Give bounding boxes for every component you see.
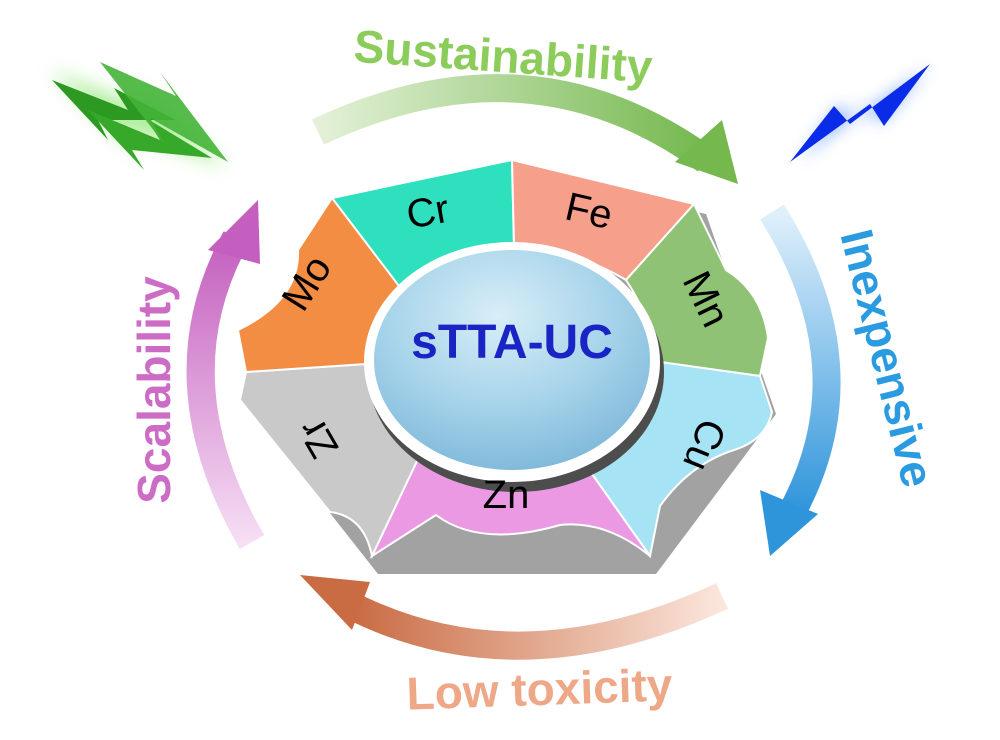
label-scalability: Scalability: [128, 276, 180, 504]
low-toxicity-arrow: [345, 583, 728, 660]
center-disc: sTTA-UC: [364, 242, 664, 492]
sustainability-arrowhead: [675, 120, 738, 184]
inexpensive-arrow: [760, 204, 841, 519]
scalability-arrow: [186, 231, 265, 550]
center-label: sTTA-UC: [411, 316, 613, 369]
metal-label-cr: Cr: [403, 187, 452, 238]
cycle-arrows: [186, 74, 841, 660]
label-inexpensive: Inexpensive: [830, 224, 944, 492]
green-lightning-icon: [50, 62, 228, 170]
metal-label-zn: Zn: [483, 473, 530, 517]
low-toxicity-arrowhead: [300, 575, 370, 630]
label-sustainability: Sustainability: [352, 20, 654, 93]
sustainability-arrow: [312, 74, 715, 172]
inexpensive-arrowhead: [760, 490, 818, 556]
metal-label-fe: Fe: [561, 185, 616, 238]
label-low-toxicity: Low toxicity: [406, 658, 674, 719]
scalability-arrowhead: [208, 200, 260, 264]
blue-lightning-icon: [790, 64, 930, 162]
